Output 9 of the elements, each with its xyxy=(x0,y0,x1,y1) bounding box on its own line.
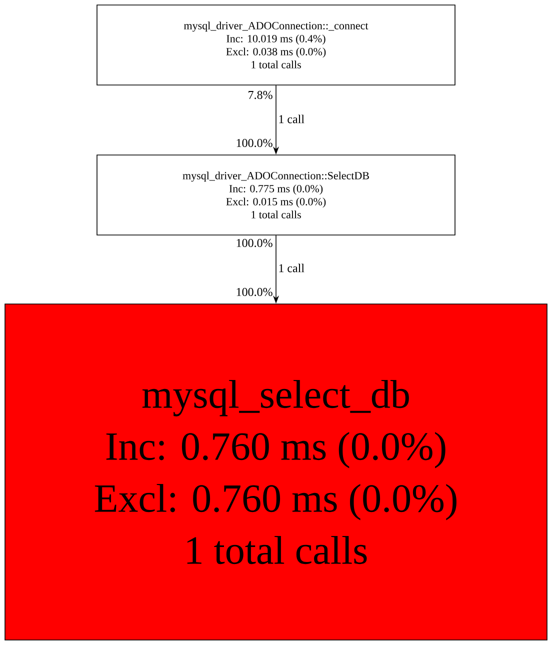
function-box: mysql_select_db Inc: 0.760 ms (0.0%) Excl: 0.760 ms (0.0%) 1 total calls xyxy=(4,304,548,640)
edge-label: 1 call xyxy=(279,114,304,124)
percent-label: 100.0% xyxy=(236,138,272,148)
percent-label: 7.8% xyxy=(248,90,272,100)
function-box: mysql_driver_ADOConnection::_connect Inc: 10.019 ms (0.4%) Excl: 0.038 ms (0.0%) 1 total calls xyxy=(96,4,456,86)
edge-label: 1 call xyxy=(279,264,304,272)
percent-label: 100.0% xyxy=(236,288,272,296)
function-box: mysql_driver_ADOConnection::SelectDB Inc: 0.775 ms (0.0%) Excl: 0.015 ms (0.0%) 1 total calls xyxy=(96,154,456,236)
percent-label: 100.0% xyxy=(236,238,272,248)
